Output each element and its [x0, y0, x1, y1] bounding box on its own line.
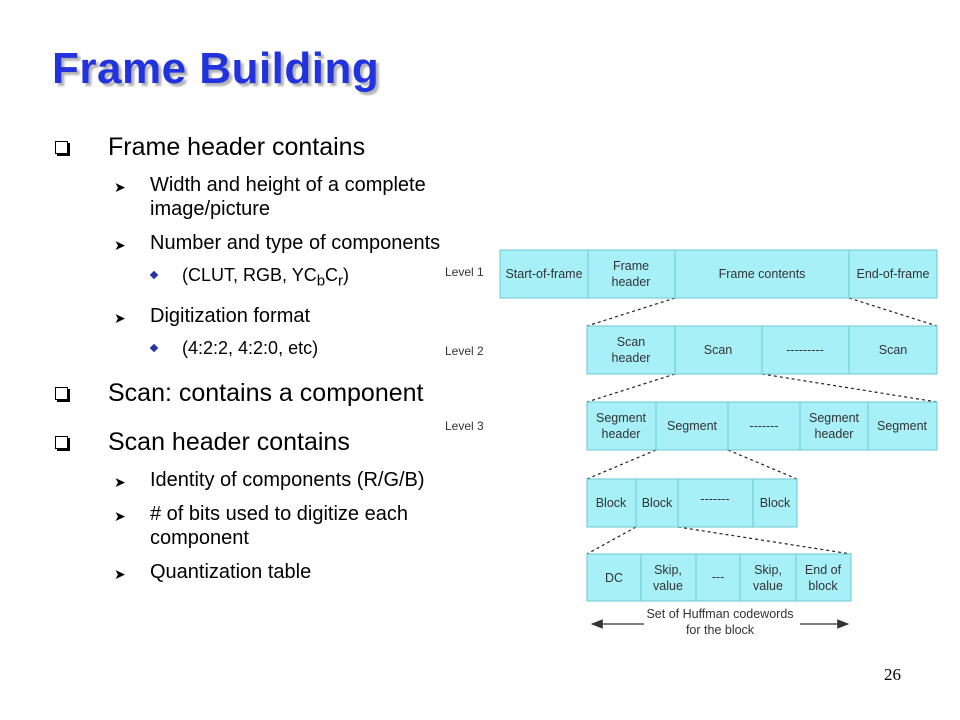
cell-block-dashes: [677, 478, 754, 528]
text-skip-value-2a: Skip,: [754, 563, 782, 577]
square-bullet-icon: [55, 386, 68, 400]
bullet-frame-header-text: Frame header contains: [108, 133, 366, 161]
level-3-label: Level 3: [445, 419, 484, 433]
text-end-of-block-a: End of: [805, 563, 842, 577]
cell-scan-dashes: [761, 325, 850, 375]
item-digitization-text: Digitization format: [150, 304, 311, 327]
bullet-scan-header-text: Scan header contains: [108, 427, 350, 456]
text-start-of-frame: Start-of-frame: [505, 267, 582, 281]
cell-segment-dashes: [727, 401, 801, 451]
text-frame-header-2: header: [612, 275, 651, 289]
text-segment-header-1a: Segment: [596, 411, 647, 425]
text-block-dashes: -------: [700, 492, 729, 506]
cell-block-1: [586, 478, 637, 528]
cell-block-2: [635, 478, 679, 528]
item-quant: ➤ Quantization table: [106, 560, 452, 584]
bullet-list: Frame header contains ➤ Width and height…: [52, 132, 452, 584]
text-skip-value-1b: value: [653, 579, 683, 593]
text-segment-header-2b: header: [815, 427, 854, 441]
item-digitization-sub-text: (4:2:2, 4:2:0, etc): [182, 337, 319, 358]
cell-scan-1: [674, 325, 763, 375]
item-identity: ➤ Identity of components (R/G/B): [106, 468, 452, 492]
page-number: 26: [884, 665, 901, 684]
bullet-frame-header: Frame header contains ➤ Width and height…: [52, 132, 452, 360]
cell-segment-header-2: [799, 401, 869, 451]
text-end-of-block-b: block: [808, 579, 838, 593]
arrow-bullet-icon: ➤: [114, 309, 126, 326]
square-bullet-icon: [55, 435, 68, 449]
text-frame-contents: Frame contents: [719, 267, 806, 281]
item-digitization-sub: (4:2:2, 4:2:0, etc): [146, 336, 452, 360]
arrow-bullet-icon: ➤: [114, 507, 126, 524]
cell-block-3: [752, 478, 798, 528]
slide-title: Frame Building: [52, 44, 380, 93]
block-row: Block Block ------- Block: [586, 478, 798, 528]
level-1-row: Start-of-frame Frame header Frame conten…: [499, 249, 938, 299]
bullet-scan-header: Scan header contains ➤ Identity of compo…: [52, 427, 452, 584]
cell-segment-2: [867, 401, 938, 451]
text-end-of-frame: End-of-frame: [857, 267, 930, 281]
text-skip-value-1a: Skip,: [654, 563, 682, 577]
text-segment-dashes: -------: [749, 419, 778, 433]
frame-header-sublist: ➤ Width and height of a complete image/p…: [108, 173, 452, 360]
item-digitization: ➤ Digitization format: [106, 304, 452, 328]
level-2-label: Level 2: [445, 344, 484, 358]
item-width-height-text: Width and height of a complete image/pic…: [150, 174, 426, 220]
text-block-2: Block: [642, 496, 673, 510]
codeword-row: DC Skip, value --- Skip, value End of bl…: [586, 553, 852, 602]
cell-end-of-block: [795, 553, 852, 602]
text-block-1: Block: [596, 496, 627, 510]
arrow-bullet-icon: ➤: [114, 565, 126, 582]
arrow-bullet-icon: ➤: [114, 179, 126, 195]
item-width-height: ➤ Width and height of a complete image/p…: [106, 173, 452, 221]
arrow-bullet-icon: ➤: [114, 237, 126, 253]
arrow-bullet-icon: ➤: [114, 473, 126, 490]
item-bits-text: # of bits used to digitize each componen…: [150, 502, 408, 549]
text-scan-1: Scan: [704, 343, 733, 357]
square-bullet-icon: [55, 141, 68, 154]
item-components-text: Number and type of components: [150, 232, 441, 254]
bullet-scan-text: Scan: contains a component: [108, 378, 424, 407]
cell-end-of-frame: [848, 249, 938, 299]
text-scan-2: Scan: [879, 343, 908, 357]
item-components: ➤ Number and type of components: [106, 231, 452, 255]
text-scan-header-2: header: [612, 351, 651, 365]
text-segment-header-1b: header: [602, 427, 641, 441]
item-identity-text: Identity of components (R/G/B): [150, 468, 425, 491]
text-skip-value-2b: value: [753, 579, 783, 593]
text-scan-header-1: Scan: [617, 335, 646, 349]
cell-scan-2: [848, 325, 938, 375]
expansion-lines: [586, 297, 938, 555]
huffman-label-1: Set of Huffman codewords: [646, 607, 793, 621]
text-codeword-dashes: ---: [712, 570, 725, 584]
text-segment-2: Segment: [877, 419, 928, 433]
cell-start-of-frame: [499, 249, 589, 299]
level-1-label: Level 1: [445, 265, 484, 279]
cell-segment-header-1: [586, 401, 657, 451]
text-frame-header-1: Frame: [613, 259, 649, 273]
text-segment-header-2a: Segment: [809, 411, 860, 425]
cell-scan-header: [586, 325, 676, 375]
scan-header-sublist: ➤ Identity of components (R/G/B) ➤ # of …: [108, 468, 452, 584]
text-segment-1: Segment: [667, 419, 718, 433]
cell-frame-header: [587, 249, 676, 299]
item-quant-text: Quantization table: [150, 560, 312, 583]
cell-frame-contents: [674, 249, 850, 299]
bullet-scan: Scan: contains a component: [52, 378, 452, 409]
text-dc: DC: [605, 571, 623, 585]
level-2-row: Scan header Scan --------- Scan: [586, 325, 938, 375]
cell-skip-value-2: [739, 553, 797, 602]
item-bits: ➤ # of bits used to digitize each compon…: [106, 502, 452, 550]
text-scan-dashes: ---------: [786, 343, 823, 357]
item-components-sub-text: (CLUT, RGB, YCbCr): [182, 265, 350, 290]
huffman-label-2: for the block: [686, 623, 755, 637]
item-components-sub: (CLUT, RGB, YCbCr): [146, 263, 452, 294]
cell-skip-value-1: [640, 553, 697, 602]
level-3-row: Segment header Segment ------- Segment h…: [586, 401, 938, 451]
text-block-3: Block: [760, 496, 791, 510]
cell-segment-1: [655, 401, 729, 451]
